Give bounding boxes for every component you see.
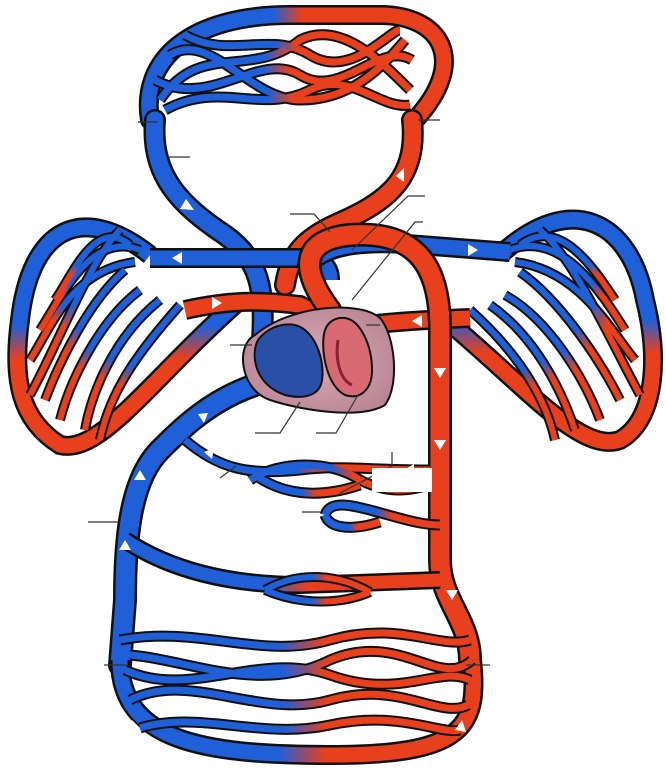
placeholder-gut-mid: [238, 515, 308, 527]
inferior-vena-cava: [120, 385, 255, 665]
lower-body-capillary-bed: [120, 633, 474, 755]
kidney-capillary-bed: [325, 505, 440, 527]
placeholder-gut-low: [270, 538, 330, 550]
placeholder-liver-left: [168, 480, 218, 494]
head-capillary-bed: [149, 15, 444, 120]
placeholder-liver-right: [372, 468, 432, 492]
label-placeholders: [168, 468, 432, 550]
